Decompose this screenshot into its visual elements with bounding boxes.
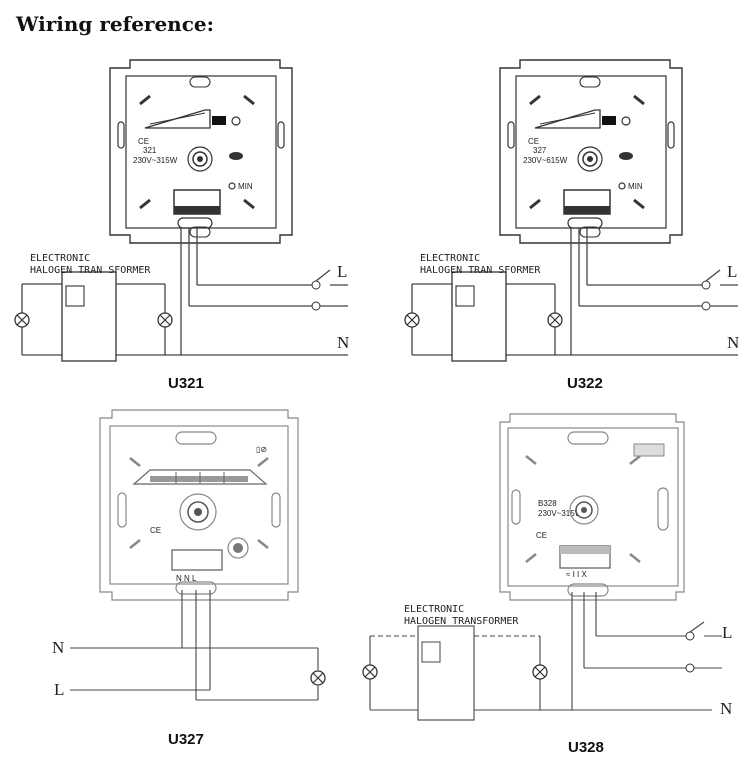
- rating-text: 230V~315W: [538, 509, 583, 518]
- live-label: L: [727, 262, 737, 281]
- transformer-label-2: HALOGEN TRANSFORMER: [404, 616, 519, 627]
- diagram-u328: B328 230V~315W CE ≈ I I X L N ELECTRONIC…: [362, 413, 732, 756]
- rating-text: 230V~615W: [523, 156, 568, 165]
- caption-u328: U328: [568, 739, 604, 756]
- diagram-u327: ▯⊘ CE N N L N L U327: [52, 409, 326, 748]
- svg-text:CE: CE: [536, 531, 547, 540]
- model-text: 321: [143, 146, 157, 155]
- transformer-label-1: ELECTRONIC: [420, 253, 480, 264]
- page-heading: Wiring reference:: [15, 12, 214, 36]
- svg-text:≈ I I X: ≈ I I X: [566, 570, 588, 579]
- neutral-label: N: [52, 638, 64, 657]
- model-text: B328: [538, 499, 557, 508]
- caption-u322: U322: [567, 375, 603, 392]
- model-text: 327: [533, 146, 547, 155]
- neutral-label: N: [337, 333, 349, 352]
- caption-u327: U327: [168, 731, 204, 748]
- min-label: MIN: [628, 182, 643, 191]
- dimmer-plate-u328: [499, 413, 685, 601]
- transformer-label-1: ELECTRONIC: [404, 604, 464, 615]
- transformer-label-2: HALOGEN TRAN SFORMER: [30, 265, 151, 276]
- neutral-label: N: [720, 699, 732, 718]
- rating-text: 230V~315W: [133, 156, 178, 165]
- live-label: L: [54, 680, 64, 699]
- transformer-label-2: HALOGEN TRAN SFORMER: [420, 265, 541, 276]
- neutral-label: N: [727, 333, 739, 352]
- diagram-u322: CE 327 230V~615W MIN L ELECTRONIC HALOGE…: [404, 59, 739, 392]
- terminal-labels: N N L: [176, 574, 197, 583]
- min-label: MIN: [238, 182, 253, 191]
- live-label: L: [337, 262, 347, 281]
- svg-text:CE: CE: [528, 137, 539, 146]
- diagram-u321: CE 321 230V~315W MIN L ELECTRONIC HALOGE…: [14, 59, 349, 392]
- caption-u321: U321: [168, 375, 204, 392]
- dimmer-plate-u327: [99, 409, 299, 601]
- svg-text:CE: CE: [150, 526, 161, 535]
- transformer-label-1: ELECTRONIC: [30, 253, 90, 264]
- svg-text:▯⊘: ▯⊘: [256, 445, 267, 454]
- live-label: L: [722, 623, 732, 642]
- svg-text:CE: CE: [138, 137, 149, 146]
